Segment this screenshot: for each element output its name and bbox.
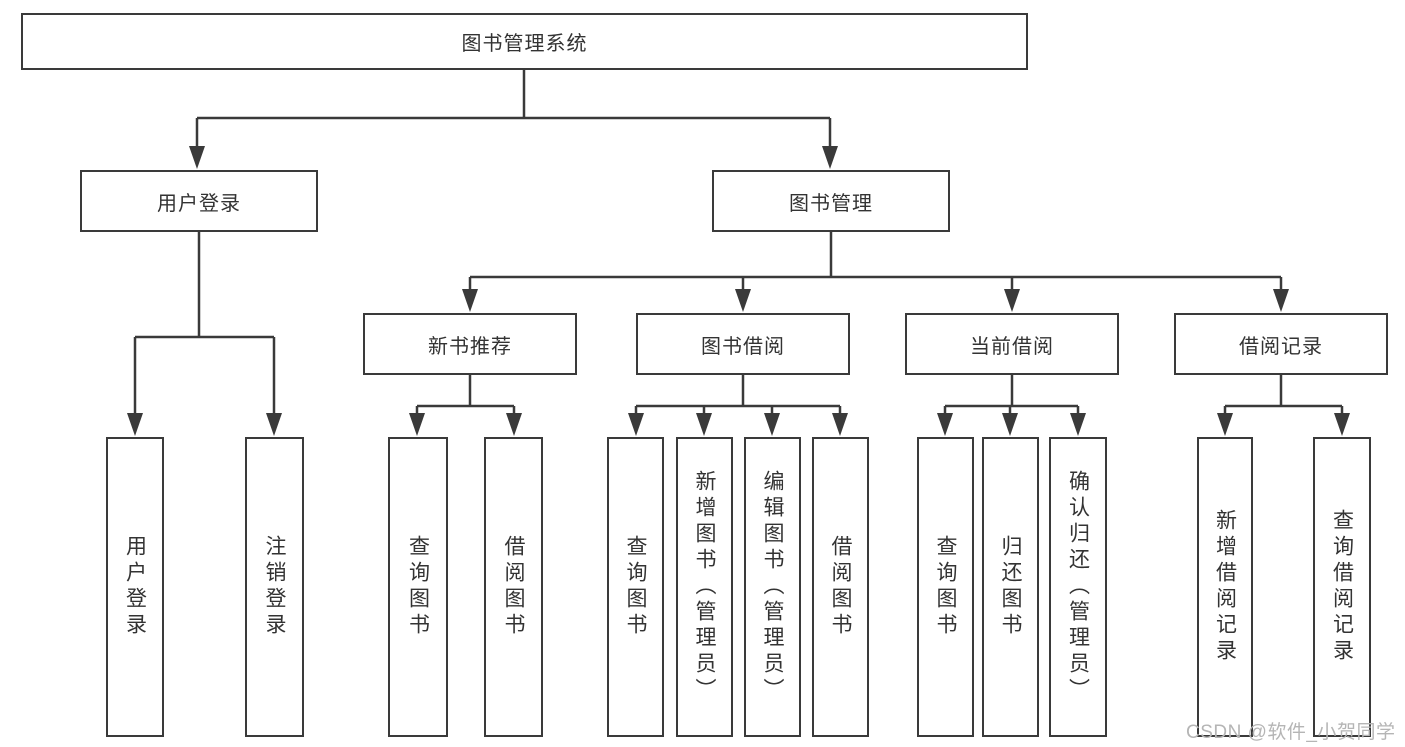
connector-book-borrow-group bbox=[628, 375, 848, 436]
leaf-borrow-edit-books-admin: 编辑图书（管理员） bbox=[744, 437, 801, 737]
leaf-user-login: 用户登录 bbox=[106, 437, 164, 737]
node-user-login: 用户登录 bbox=[80, 170, 318, 232]
leaf-current-query-books: 查询图书 bbox=[917, 437, 974, 737]
leaf-borrow-add-books-admin: 新增图书（管理员） bbox=[676, 437, 733, 737]
leaf-current-confirm-return-admin: 确认归还（管理员） bbox=[1049, 437, 1107, 737]
node-book-mgmt: 图书管理 bbox=[712, 170, 950, 232]
connector-borrow-records-group bbox=[1217, 375, 1350, 436]
node-borrow-records: 借阅记录 bbox=[1174, 313, 1388, 375]
leaf-records-add-record: 新增借阅记录 bbox=[1197, 437, 1253, 737]
leaf-logout: 注销登录 bbox=[245, 437, 304, 737]
node-new-book-recommend: 新书推荐 bbox=[363, 313, 577, 375]
leaf-records-query-record: 查询借阅记录 bbox=[1313, 437, 1371, 737]
connector-root-to-level2 bbox=[189, 70, 838, 169]
leaf-newrec-query-books: 查询图书 bbox=[388, 437, 448, 737]
connector-current-borrow-group bbox=[937, 375, 1086, 436]
leaf-newrec-borrow-books: 借阅图书 bbox=[484, 437, 543, 737]
leaf-borrow-borrow-books: 借阅图书 bbox=[812, 437, 869, 737]
connector-user-login-to-leaves bbox=[127, 232, 282, 436]
connector-book-mgmt-to-level3 bbox=[462, 232, 1289, 312]
csdn-watermark: CSDN @软件_小贺同学 bbox=[1186, 722, 1396, 743]
connector-new-book-rec-group bbox=[409, 375, 522, 436]
node-book-borrow: 图书借阅 bbox=[636, 313, 850, 375]
leaf-borrow-query-books: 查询图书 bbox=[607, 437, 664, 737]
node-current-borrow: 当前借阅 bbox=[905, 313, 1119, 375]
node-root: 图书管理系统 bbox=[21, 13, 1028, 70]
leaf-current-return-books: 归还图书 bbox=[982, 437, 1039, 737]
